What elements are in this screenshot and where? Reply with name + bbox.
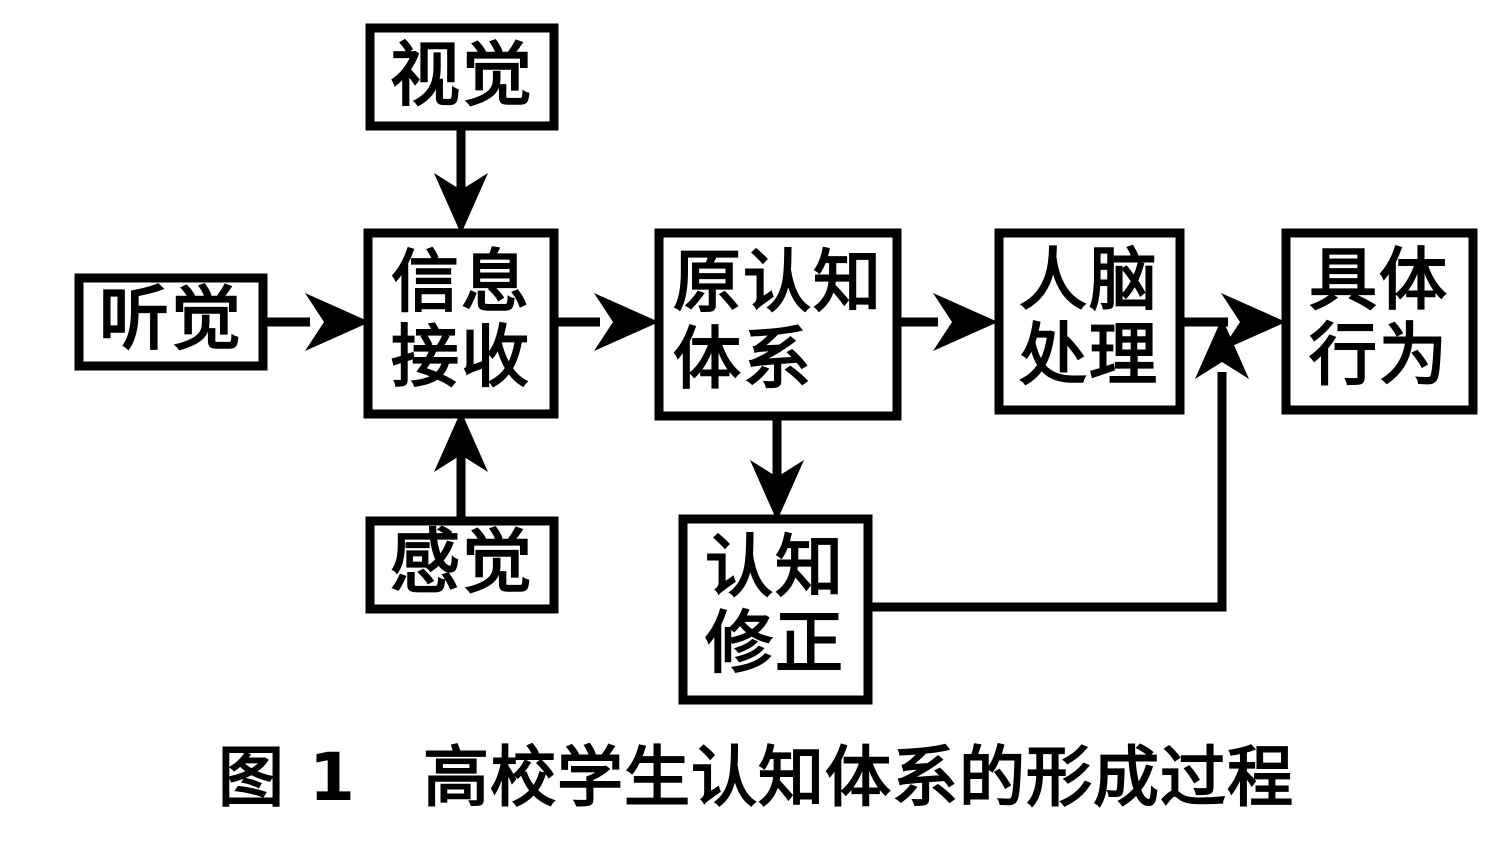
edge-hearing-to-info-reception <box>262 293 370 351</box>
node-brain-processing-label-line1: 人脑 <box>1019 242 1159 321</box>
node-brain-processing-label-line2: 处理 <box>1019 317 1159 396</box>
node-original-cognition[interactable]: 原认知 体系 <box>654 228 902 421</box>
figure-caption: 图 1 高校学生认知体系的形成过程 <box>218 739 1294 816</box>
node-cognitive-revision-label-line1: 认知 <box>705 529 845 608</box>
edge-original-cognition-to-cognitive-revision <box>750 415 804 521</box>
edge-info-reception-to-original-cognition <box>553 293 659 351</box>
arrow-head-right <box>305 293 370 351</box>
arrow-head-up <box>1195 318 1249 379</box>
node-sensation[interactable]: 感觉 <box>365 516 559 614</box>
arrow-head-right <box>594 293 659 351</box>
node-hearing-label: 听觉 <box>99 278 243 360</box>
edge-cognitive-revision-feedback <box>868 318 1249 612</box>
arrow-head-down <box>750 460 804 521</box>
node-concrete-behavior-label-line2: 行为 <box>1309 317 1449 396</box>
arrow-head-right <box>933 293 998 351</box>
edge-sensation-to-info-reception <box>434 411 488 520</box>
arrow-head-up <box>434 411 488 472</box>
node-hearing[interactable]: 听觉 <box>74 273 268 371</box>
node-vision[interactable]: 视觉 <box>365 23 559 131</box>
node-concrete-behavior[interactable]: 具体 行为 <box>1281 228 1478 415</box>
edge-original-cognition-to-brain-processing <box>897 293 998 351</box>
edge-brain-processing-to-concrete-behavior <box>1180 293 1286 351</box>
edge-vision-to-info-reception <box>434 125 488 234</box>
node-cognitive-revision[interactable]: 认知 修正 <box>678 514 873 705</box>
node-original-cognition-label-line1: 原认知 <box>673 244 883 323</box>
node-vision-label: 视觉 <box>390 34 534 116</box>
node-original-cognition-label-line2: 体系 <box>673 321 813 400</box>
node-concrete-behavior-label-line1: 具体 <box>1309 242 1449 321</box>
node-cognitive-revision-label-line2: 修正 <box>705 605 845 684</box>
node-info-reception-label-line2: 接收 <box>391 319 531 398</box>
arrow-head-down <box>434 173 488 234</box>
arrow-head-right <box>1221 293 1286 351</box>
node-sensation-label: 感觉 <box>390 521 534 603</box>
node-info-reception[interactable]: 信息 接收 <box>363 228 559 419</box>
node-brain-processing[interactable]: 人脑 处理 <box>994 228 1185 415</box>
node-info-reception-label-line1: 信息 <box>391 244 531 323</box>
